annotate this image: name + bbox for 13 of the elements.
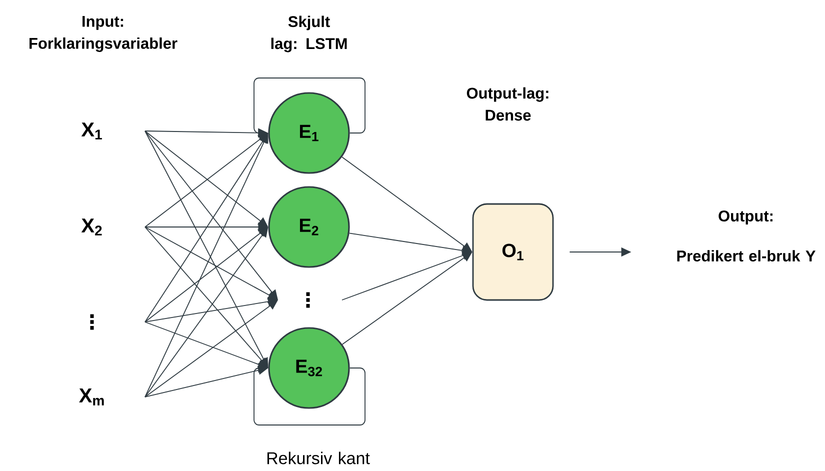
input-label: X$_{1}$ <box>81 122 102 140</box>
layer-heading: Skjult lag: LSTM <box>271 16 347 52</box>
layer-heading: Output-lag: Dense <box>466 87 548 121</box>
ellipsis-label: ⋮ <box>306 292 310 308</box>
output-box: O$_{1}$ <box>472 203 554 301</box>
recurrent-loop-arrow <box>254 363 366 426</box>
loop-caption: Rekursiv kant <box>267 452 370 464</box>
layer-heading: Input: Forklaringsvariabler <box>30 16 178 52</box>
input-label: ⋮ <box>90 314 94 330</box>
arrow <box>144 300 278 398</box>
input-label: X$_{2}$ <box>81 218 102 236</box>
output-label: Output: Predikert el-bruk Y <box>677 210 816 262</box>
input-label: X$_{m}$ <box>79 388 104 406</box>
